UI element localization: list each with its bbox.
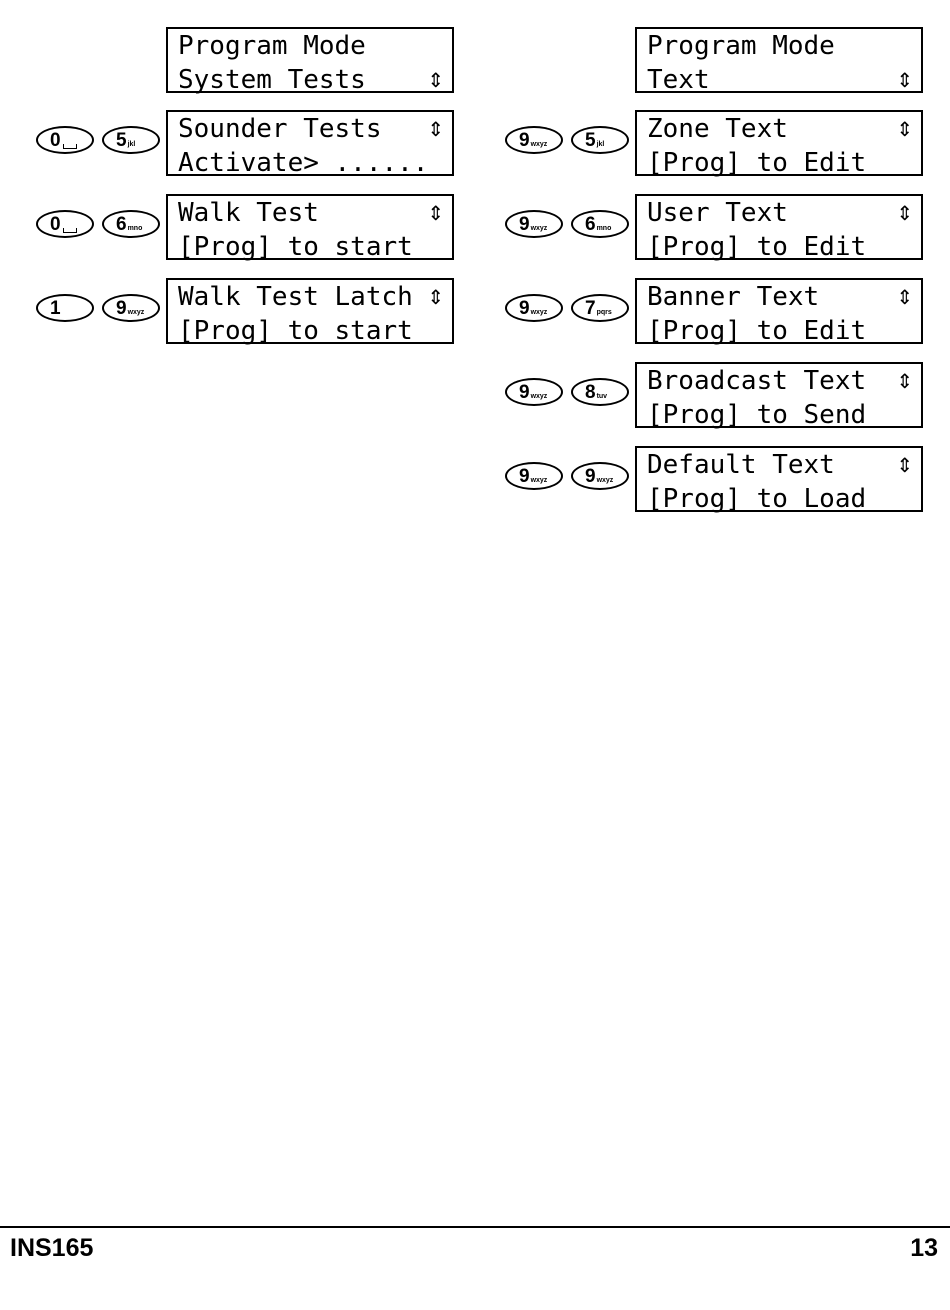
lcd-walk-test: Walk Test ⇕ [Prog] to start bbox=[166, 194, 454, 262]
lcd-line-1: Walk Test bbox=[178, 198, 319, 228]
lcd-line-1: Program Mode bbox=[647, 31, 835, 61]
space-icon bbox=[62, 227, 77, 233]
lcd-line-2: [Prog] to start bbox=[178, 232, 413, 262]
lcd-default-text: Default Text ⇕ [Prog] to Load bbox=[635, 446, 923, 514]
lcd-program-mode-system-tests: Program Mode System Tests ⇕ bbox=[166, 27, 454, 95]
key-0-button[interactable]: 0 bbox=[36, 126, 94, 154]
up-down-arrow-icon: ⇕ bbox=[427, 201, 444, 225]
up-down-arrow-icon: ⇕ bbox=[427, 68, 444, 92]
lcd-line-1: User Text bbox=[647, 198, 788, 228]
lcd-line-2: [Prog] to Load bbox=[647, 484, 867, 514]
up-down-arrow-icon: ⇕ bbox=[896, 369, 913, 393]
lcd-line-2: [Prog] to Edit bbox=[647, 232, 867, 262]
lcd-line-1: Program Mode bbox=[178, 31, 366, 61]
lcd-user-text: User Text ⇕ [Prog] to Edit bbox=[635, 194, 923, 262]
document-id: INS165 bbox=[10, 1234, 94, 1262]
lcd-line-1: Broadcast Text bbox=[647, 366, 867, 396]
lcd-line-1: Walk Test Latch bbox=[178, 282, 413, 312]
lcd-sounder-tests: Sounder Tests ⇕ Activate> ...... bbox=[166, 110, 454, 178]
space-icon bbox=[62, 143, 77, 149]
lcd-zone-text: Zone Text ⇕ [Prog] to Edit bbox=[635, 110, 923, 178]
page-number: 13 bbox=[910, 1234, 938, 1262]
up-down-arrow-icon: ⇕ bbox=[896, 68, 913, 92]
lcd-line-2: [Prog] to start bbox=[178, 316, 413, 346]
footer-divider bbox=[0, 1226, 950, 1228]
lcd-line-2: Text bbox=[647, 65, 710, 95]
up-down-arrow-icon: ⇕ bbox=[896, 453, 913, 477]
up-down-arrow-icon: ⇕ bbox=[896, 117, 913, 141]
key-0-button[interactable]: 0 bbox=[36, 210, 94, 238]
lcd-line-2: System Tests bbox=[178, 65, 366, 95]
lcd-banner-text: Banner Text ⇕ [Prog] to Edit bbox=[635, 278, 923, 346]
lcd-line-1: Banner Text bbox=[647, 282, 820, 312]
lcd-line-1: Default Text bbox=[647, 450, 835, 480]
lcd-program-mode-text: Program Mode Text ⇕ bbox=[635, 27, 923, 95]
up-down-arrow-icon: ⇕ bbox=[896, 285, 913, 309]
lcd-walk-test-latch: Walk Test Latch ⇕ [Prog] to start bbox=[166, 278, 454, 346]
up-down-arrow-icon: ⇕ bbox=[896, 201, 913, 225]
lcd-line-2: [Prog] to Edit bbox=[647, 148, 867, 178]
up-down-arrow-icon: ⇕ bbox=[427, 117, 444, 141]
lcd-line-2: Activate> ...... bbox=[178, 148, 429, 178]
lcd-line-2: [Prog] to Send bbox=[647, 400, 867, 430]
lcd-line-2: [Prog] to Edit bbox=[647, 316, 867, 346]
key-1-button[interactable]: 1 bbox=[36, 294, 94, 322]
up-down-arrow-icon: ⇕ bbox=[427, 285, 444, 309]
lcd-line-1: Zone Text bbox=[647, 114, 788, 144]
lcd-line-1: Sounder Tests bbox=[178, 114, 382, 144]
lcd-broadcast-text: Broadcast Text ⇕ [Prog] to Send bbox=[635, 362, 923, 430]
